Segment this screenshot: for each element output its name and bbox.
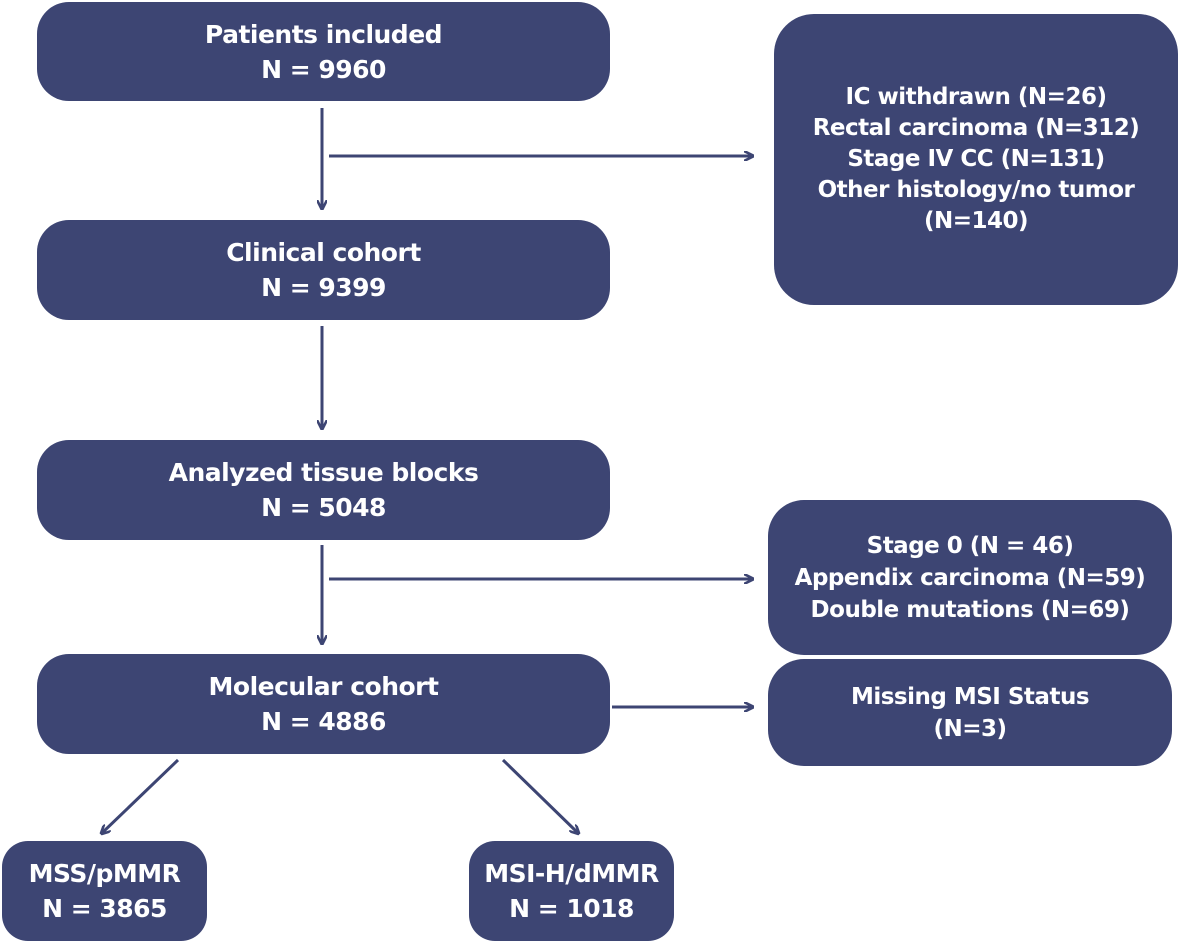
- mss-pmmr-title: MSS/pMMR: [28, 859, 181, 888]
- exclusion-first-line-5: (N=140): [923, 208, 1029, 234]
- molecular-cohort-box: Molecular cohort N = 4886: [37, 654, 610, 754]
- exclusion-first-line-3: Stage IV CC (N=131): [847, 146, 1105, 172]
- patients-included-count: N = 9960: [261, 54, 386, 84]
- exclusion-second-line-3: Double mutations (N=69): [810, 596, 1130, 623]
- exclusion-third-line-1: Missing MSI Status: [850, 683, 1090, 710]
- exclusion-second-line-1: Stage 0 (N = 46): [866, 532, 1074, 559]
- exclusion-third-line-2: (N=3): [933, 715, 1007, 742]
- arrow-molecular-to-msi: [501, 758, 578, 833]
- msi-h-dmmr-title: MSI-H/dMMR: [484, 859, 659, 888]
- exclusion-box-second: Stage 0 (N = 46) Appendix carcinoma (N=5…: [768, 500, 1172, 655]
- clinical-cohort-count: N = 9399: [261, 273, 386, 302]
- exclusion-box-first: IC withdrawn (N=26) Rectal carcinoma (N=…: [774, 14, 1178, 305]
- molecular-cohort-title: Molecular cohort: [208, 672, 439, 701]
- exclusion-box-third: Missing MSI Status (N=3): [768, 659, 1172, 766]
- arrow-molecular-to-mss: [102, 758, 180, 833]
- molecular-cohort-count: N = 4886: [261, 707, 386, 736]
- exclusion-first-line-2: Rectal carcinoma (N=312): [812, 115, 1140, 141]
- msi-h-dmmr-count: N = 1018: [509, 894, 634, 923]
- patients-included-title: Patients included: [204, 19, 443, 49]
- clinical-cohort-title: Clinical cohort: [226, 238, 421, 267]
- mss-pmmr-box: MSS/pMMR N = 3865: [2, 841, 207, 941]
- exclusion-first-line-1: IC withdrawn (N=26): [845, 84, 1107, 110]
- mss-pmmr-count: N = 3865: [42, 894, 167, 923]
- analyzed-tissue-blocks-box: Analyzed tissue blocks N = 5048: [37, 440, 610, 540]
- analyzed-tissue-blocks-count: N = 5048: [261, 493, 386, 522]
- exclusion-first-line-4: Other histology/no tumor: [817, 177, 1135, 203]
- patients-included-box: Patients included N = 9960: [37, 2, 610, 101]
- analyzed-tissue-blocks-title: Analyzed tissue blocks: [168, 458, 479, 487]
- msi-h-dmmr-box: MSI-H/dMMR N = 1018: [469, 841, 674, 941]
- exclusion-second-line-2: Appendix carcinoma (N=59): [794, 564, 1146, 591]
- clinical-cohort-box: Clinical cohort N = 9399: [37, 220, 610, 320]
